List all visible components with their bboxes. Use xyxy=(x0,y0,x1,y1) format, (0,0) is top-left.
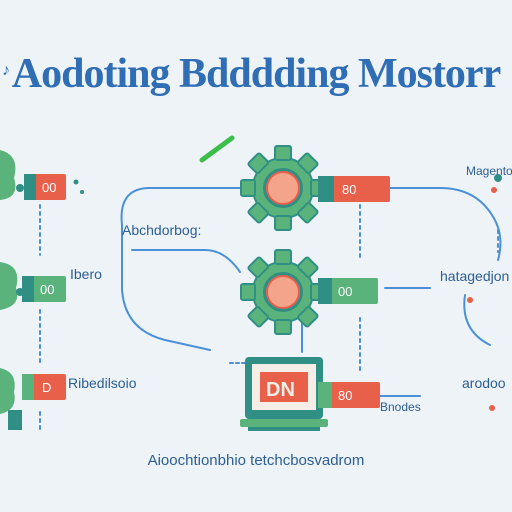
monitor-icon: DN xyxy=(240,357,328,431)
center-tag-mid: 00 xyxy=(318,278,378,304)
center-tag-top-text: 80 xyxy=(342,182,356,197)
green-arrow-icon xyxy=(199,135,235,163)
connector-lines xyxy=(39,187,502,433)
label-mid-center-left: Abchdorbog: xyxy=(122,222,202,238)
left-tag-mid: 00 xyxy=(22,276,66,302)
label-right-bottom-sub: Bnodes xyxy=(380,400,421,414)
leaf-icon xyxy=(0,368,22,430)
label-left-bottom: Ribedilsoio xyxy=(68,375,137,391)
title-mark-icon: ♪ xyxy=(2,62,10,79)
left-tag-top: 00 xyxy=(24,174,66,200)
monitor-text: DN xyxy=(266,379,295,401)
center-tag-bottom-text: 80 xyxy=(338,388,352,403)
left-tag-mid-text: 00 xyxy=(40,282,54,297)
face-icon xyxy=(266,275,300,309)
center-tag-top: 80 xyxy=(318,176,390,202)
gear-icon-top xyxy=(240,145,326,231)
face-icon xyxy=(266,171,300,205)
label-top-right: Magentor xyxy=(466,164,512,178)
left-tag-bottom-text: D xyxy=(42,380,51,395)
node-icon xyxy=(467,174,502,411)
left-tag-bottom: D xyxy=(22,374,66,400)
left-tag-top-text: 00 xyxy=(42,180,56,195)
center-tag-mid-text: 00 xyxy=(338,284,352,299)
center-tag-bottom: 80 xyxy=(318,382,380,408)
label-right-bottom: arodoo xyxy=(462,375,506,391)
label-right-mid: hatagedjon xyxy=(440,268,510,284)
gear-icon-mid xyxy=(240,249,326,335)
page-title: Aodoting Bdddding Mostorr xyxy=(11,51,501,97)
footer-caption: Aioochtionbhio tetchcbosvadrom xyxy=(147,452,365,469)
leaf-icon xyxy=(0,262,24,310)
label-left-mid: Ibero xyxy=(70,266,102,282)
